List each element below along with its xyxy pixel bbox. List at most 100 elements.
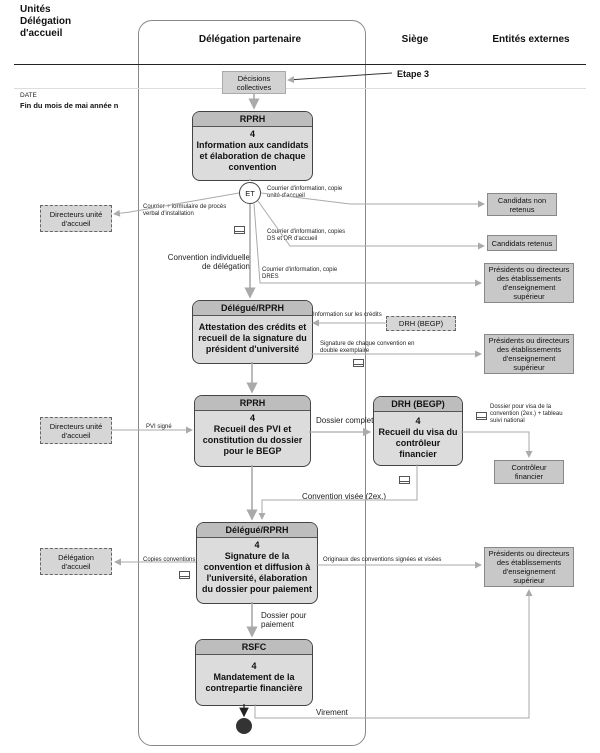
etape-label: Etape 3 bbox=[397, 69, 430, 79]
label-line: Courrier + formulaire de procès bbox=[143, 204, 227, 210]
label-line: convention (2ex.) + tableau bbox=[490, 411, 563, 417]
process-line: convention bbox=[228, 162, 277, 172]
box-line: Présidents ou directeurs bbox=[488, 265, 570, 274]
process-line: convention et diffusion à bbox=[203, 562, 311, 572]
envelope-icon bbox=[476, 412, 487, 420]
box-candidats-retenus: Candidats retenus bbox=[487, 235, 557, 251]
process-body: 4 Recueil du visa du contrôleur financie… bbox=[374, 412, 462, 462]
box-line: d'accueil bbox=[61, 430, 91, 440]
box-line: Directeurs unité bbox=[49, 209, 103, 219]
header-unites: Unités Délégation d'accueil bbox=[20, 4, 90, 40]
process-head: DRH (BEGP) bbox=[374, 397, 462, 412]
process-body: 4 Recueil des PVI et constitution du dos… bbox=[195, 411, 310, 459]
et-label: ET bbox=[245, 189, 255, 198]
process-line: contrôleur financier bbox=[395, 438, 441, 459]
box-line: Délégation bbox=[58, 552, 94, 562]
process-head: Délégué/RPRH bbox=[193, 301, 312, 316]
header-siege: Siège bbox=[401, 34, 429, 45]
label-line: Convention individuelle bbox=[167, 253, 250, 262]
box-line: d'accueil bbox=[61, 561, 91, 571]
box-line: financier bbox=[514, 472, 544, 481]
envelope-icon bbox=[353, 359, 364, 367]
label-line: suivi national bbox=[490, 418, 525, 424]
process-line: recueil de la signature du bbox=[198, 333, 307, 343]
envelope-icon bbox=[399, 476, 410, 484]
label-line: Courrier d'information, copie bbox=[267, 186, 343, 192]
process-line: contrepartie financière bbox=[205, 683, 303, 693]
box-line: Présidents ou directeurs bbox=[488, 549, 570, 558]
box-line: des établissements bbox=[496, 274, 562, 283]
process-visa: DRH (BEGP) 4 Recueil du visa du contrôle… bbox=[373, 396, 463, 466]
header-entites: Entités externes bbox=[492, 34, 570, 45]
box-line: supérieur bbox=[513, 292, 545, 301]
process-recueil-pvi: RPRH 4 Recueil des PVI et constitution d… bbox=[194, 395, 311, 467]
box-line: Candidats retenus bbox=[491, 238, 553, 248]
process-head: RPRH bbox=[193, 112, 312, 127]
label-line: DS et DR d'accueil bbox=[267, 236, 318, 242]
label-line: Courrier d'information, copie bbox=[262, 267, 338, 273]
header-unites-line: Délégation bbox=[20, 16, 72, 27]
process-head: RSFC bbox=[196, 640, 312, 655]
date-divider bbox=[14, 88, 586, 89]
process-line: Information aux candidats bbox=[196, 140, 309, 150]
box-drh-begp: DRH (BEGP) bbox=[386, 316, 456, 331]
et-gateway: ET bbox=[239, 182, 261, 204]
process-attestation: Délégué/RPRH Attestation des crédits et … bbox=[192, 300, 313, 364]
date-value: Fin du mois de mai année n bbox=[20, 101, 119, 110]
label-line: Signature de chaque convention en bbox=[320, 341, 415, 347]
end-node bbox=[236, 718, 252, 734]
box-line: des établissements bbox=[496, 345, 562, 354]
process-body: 4 Signature de la convention et diffusio… bbox=[197, 538, 317, 597]
process-line: du dossier pour paiement bbox=[201, 584, 313, 594]
process-mandatement: RSFC 4 Mandatement de la contrepartie fi… bbox=[195, 639, 313, 706]
envelope-icon bbox=[234, 226, 245, 234]
box-line: supérieur bbox=[513, 576, 545, 585]
decisions-line: collectives bbox=[236, 82, 272, 92]
process-body: 4 Information aux candidats et élaborati… bbox=[193, 127, 312, 175]
label-convention-visee: Convention visée (2ex.) bbox=[302, 492, 387, 501]
delegation-lane bbox=[138, 20, 366, 746]
label-copies-conv: Copies conventions bbox=[143, 557, 196, 563]
process-body: 4 Mandatement de la contrepartie financi… bbox=[196, 655, 312, 696]
process-body: Attestation des crédits et recueil de la… bbox=[193, 316, 312, 357]
box-line: d'enseignement bbox=[502, 283, 556, 292]
box-line: des établissements bbox=[496, 558, 562, 567]
box-line: DRH (BEGP) bbox=[398, 319, 444, 328]
label-line: double exemplaire bbox=[320, 348, 370, 354]
decisions-line: Décisions bbox=[237, 73, 271, 83]
box-line: supérieur bbox=[513, 363, 545, 372]
label-line: Dossier pour visa de la bbox=[490, 404, 552, 410]
label-line: Dossier pour bbox=[261, 611, 307, 620]
label-virement: Virement bbox=[316, 708, 348, 717]
process-line: Mandatement de la bbox=[213, 672, 295, 682]
process-line: 4 bbox=[251, 661, 257, 671]
process-line: et élaboration de chaque bbox=[199, 151, 306, 161]
header-unites-line: Unités bbox=[20, 4, 51, 15]
header-delegation: Délégation partenaire bbox=[198, 34, 302, 45]
process-signature: Délégué/RPRH 4 Signature de la conventio… bbox=[196, 522, 318, 604]
date-label: DATE bbox=[20, 92, 37, 99]
label-line: paiement bbox=[261, 620, 294, 629]
box-line: d'enseignement bbox=[502, 354, 556, 363]
box-line: Candidats non bbox=[497, 195, 547, 205]
label-line: verbal d'installation bbox=[143, 211, 194, 217]
process-line: l'université, élaboration bbox=[206, 573, 308, 583]
header-divider bbox=[14, 64, 586, 65]
box-line: d'accueil bbox=[61, 218, 91, 228]
box-line: Directeurs unité bbox=[49, 421, 103, 431]
box-line: Présidents ou directeurs bbox=[488, 336, 570, 345]
label-info-credits: Information sur les crédits bbox=[313, 312, 382, 318]
label-line: de délégation bbox=[201, 262, 250, 271]
process-head: Délégué/RPRH bbox=[197, 523, 317, 538]
label-pvi-signe: PVI signé bbox=[146, 424, 172, 430]
